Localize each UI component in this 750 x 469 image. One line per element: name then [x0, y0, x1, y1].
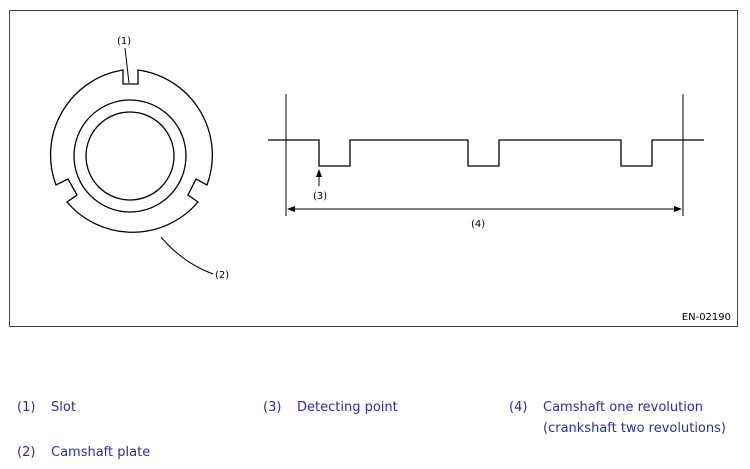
dimension-arrowhead-right [674, 206, 682, 212]
legend-number: (2) [17, 445, 36, 460]
legend-label: Camshaft one revolution [543, 400, 704, 415]
legend-label: Camshaft plate [51, 445, 151, 460]
legend-label: Slot [51, 400, 76, 415]
legend-number: (1) [17, 400, 36, 415]
plate-inner-ring [73, 99, 187, 213]
legend-label: Detecting point [297, 400, 398, 415]
slot-leader [124, 47, 130, 84]
legend-number: (4) [509, 400, 528, 415]
figure-frame: (1) (2) (3) (4) EN-02190 [9, 10, 738, 327]
plate-leader [160, 236, 214, 275]
legend-label-continued: (crankshaft two revolutions) [543, 421, 726, 436]
dimension-arrowhead-left [287, 206, 295, 212]
detecting-point-arrowhead [316, 169, 322, 177]
plate-callout: (2) [215, 270, 229, 281]
signal-waveform [268, 139, 704, 167]
figure-id: EN-02190 [681, 312, 731, 323]
revolution-callout: (4) [471, 219, 485, 230]
slot-callout: (1) [117, 36, 131, 47]
legend-number: (3) [263, 400, 282, 415]
camshaft-plate-outline [49, 69, 213, 233]
detecting-point-callout: (3) [313, 191, 327, 202]
cam-sensor-diagram: (1) (2) (3) (4) [49, 36, 704, 281]
plate-hub-bore [85, 111, 175, 201]
